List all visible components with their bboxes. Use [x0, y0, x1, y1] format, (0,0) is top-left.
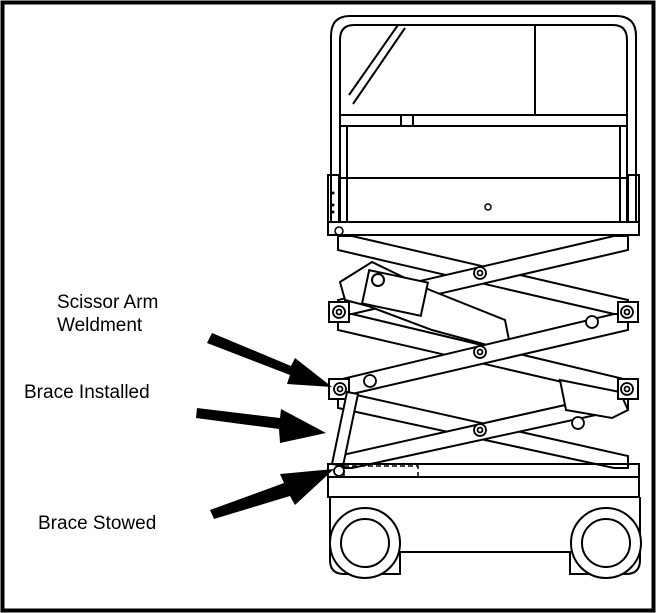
label-brace-stowed: Brace Stowed	[38, 513, 156, 534]
label-brace-installed: Brace Installed	[24, 382, 150, 403]
callout-arrows	[196, 333, 334, 519]
wheel-left	[329, 507, 401, 579]
guard-rail	[327, 15, 640, 236]
label-scissor-arm-line1: Scissor Arm	[57, 292, 158, 313]
label-scissor-arm-line2: Weldment	[57, 315, 143, 336]
safety-brace-installed	[330, 390, 360, 468]
deck-bolt	[484, 203, 492, 211]
arrow-scissor-arm	[207, 333, 332, 387]
deck-pivot	[334, 226, 344, 236]
brace-pivot	[333, 465, 345, 477]
arrow-brace-stowed	[210, 469, 334, 519]
pivot-bolts	[332, 266, 634, 437]
arrow-brace-installed	[196, 408, 326, 443]
wheel-right	[570, 507, 642, 579]
